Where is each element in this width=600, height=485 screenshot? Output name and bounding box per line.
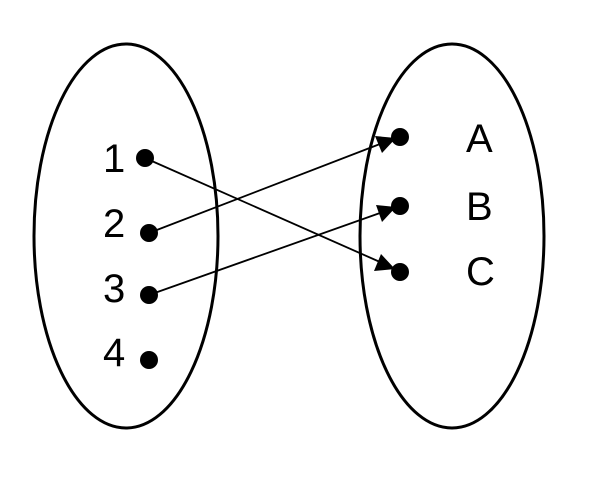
arrow-3-to-B: [148, 205, 396, 296]
domain-set-oval: [32, 42, 220, 430]
codomain-set-oval: [358, 42, 546, 430]
arrow-1-to-C: [144, 157, 395, 271]
arrow-2-to-A: [148, 136, 396, 234]
domain-label-3: 3: [103, 267, 125, 311]
domain-label-4: 4: [103, 331, 125, 375]
domain-label-1: 1: [103, 137, 125, 181]
codomain-dot-B: [391, 197, 409, 215]
domain-dot-4: [140, 351, 158, 369]
codomain-dot-A: [391, 128, 409, 146]
domain-label-2: 2: [103, 202, 125, 246]
codomain-label-C: C: [466, 250, 495, 294]
codomain-label-A: A: [466, 117, 493, 161]
codomain-dot-C: [391, 263, 409, 281]
codomain-label-B: B: [466, 185, 493, 229]
